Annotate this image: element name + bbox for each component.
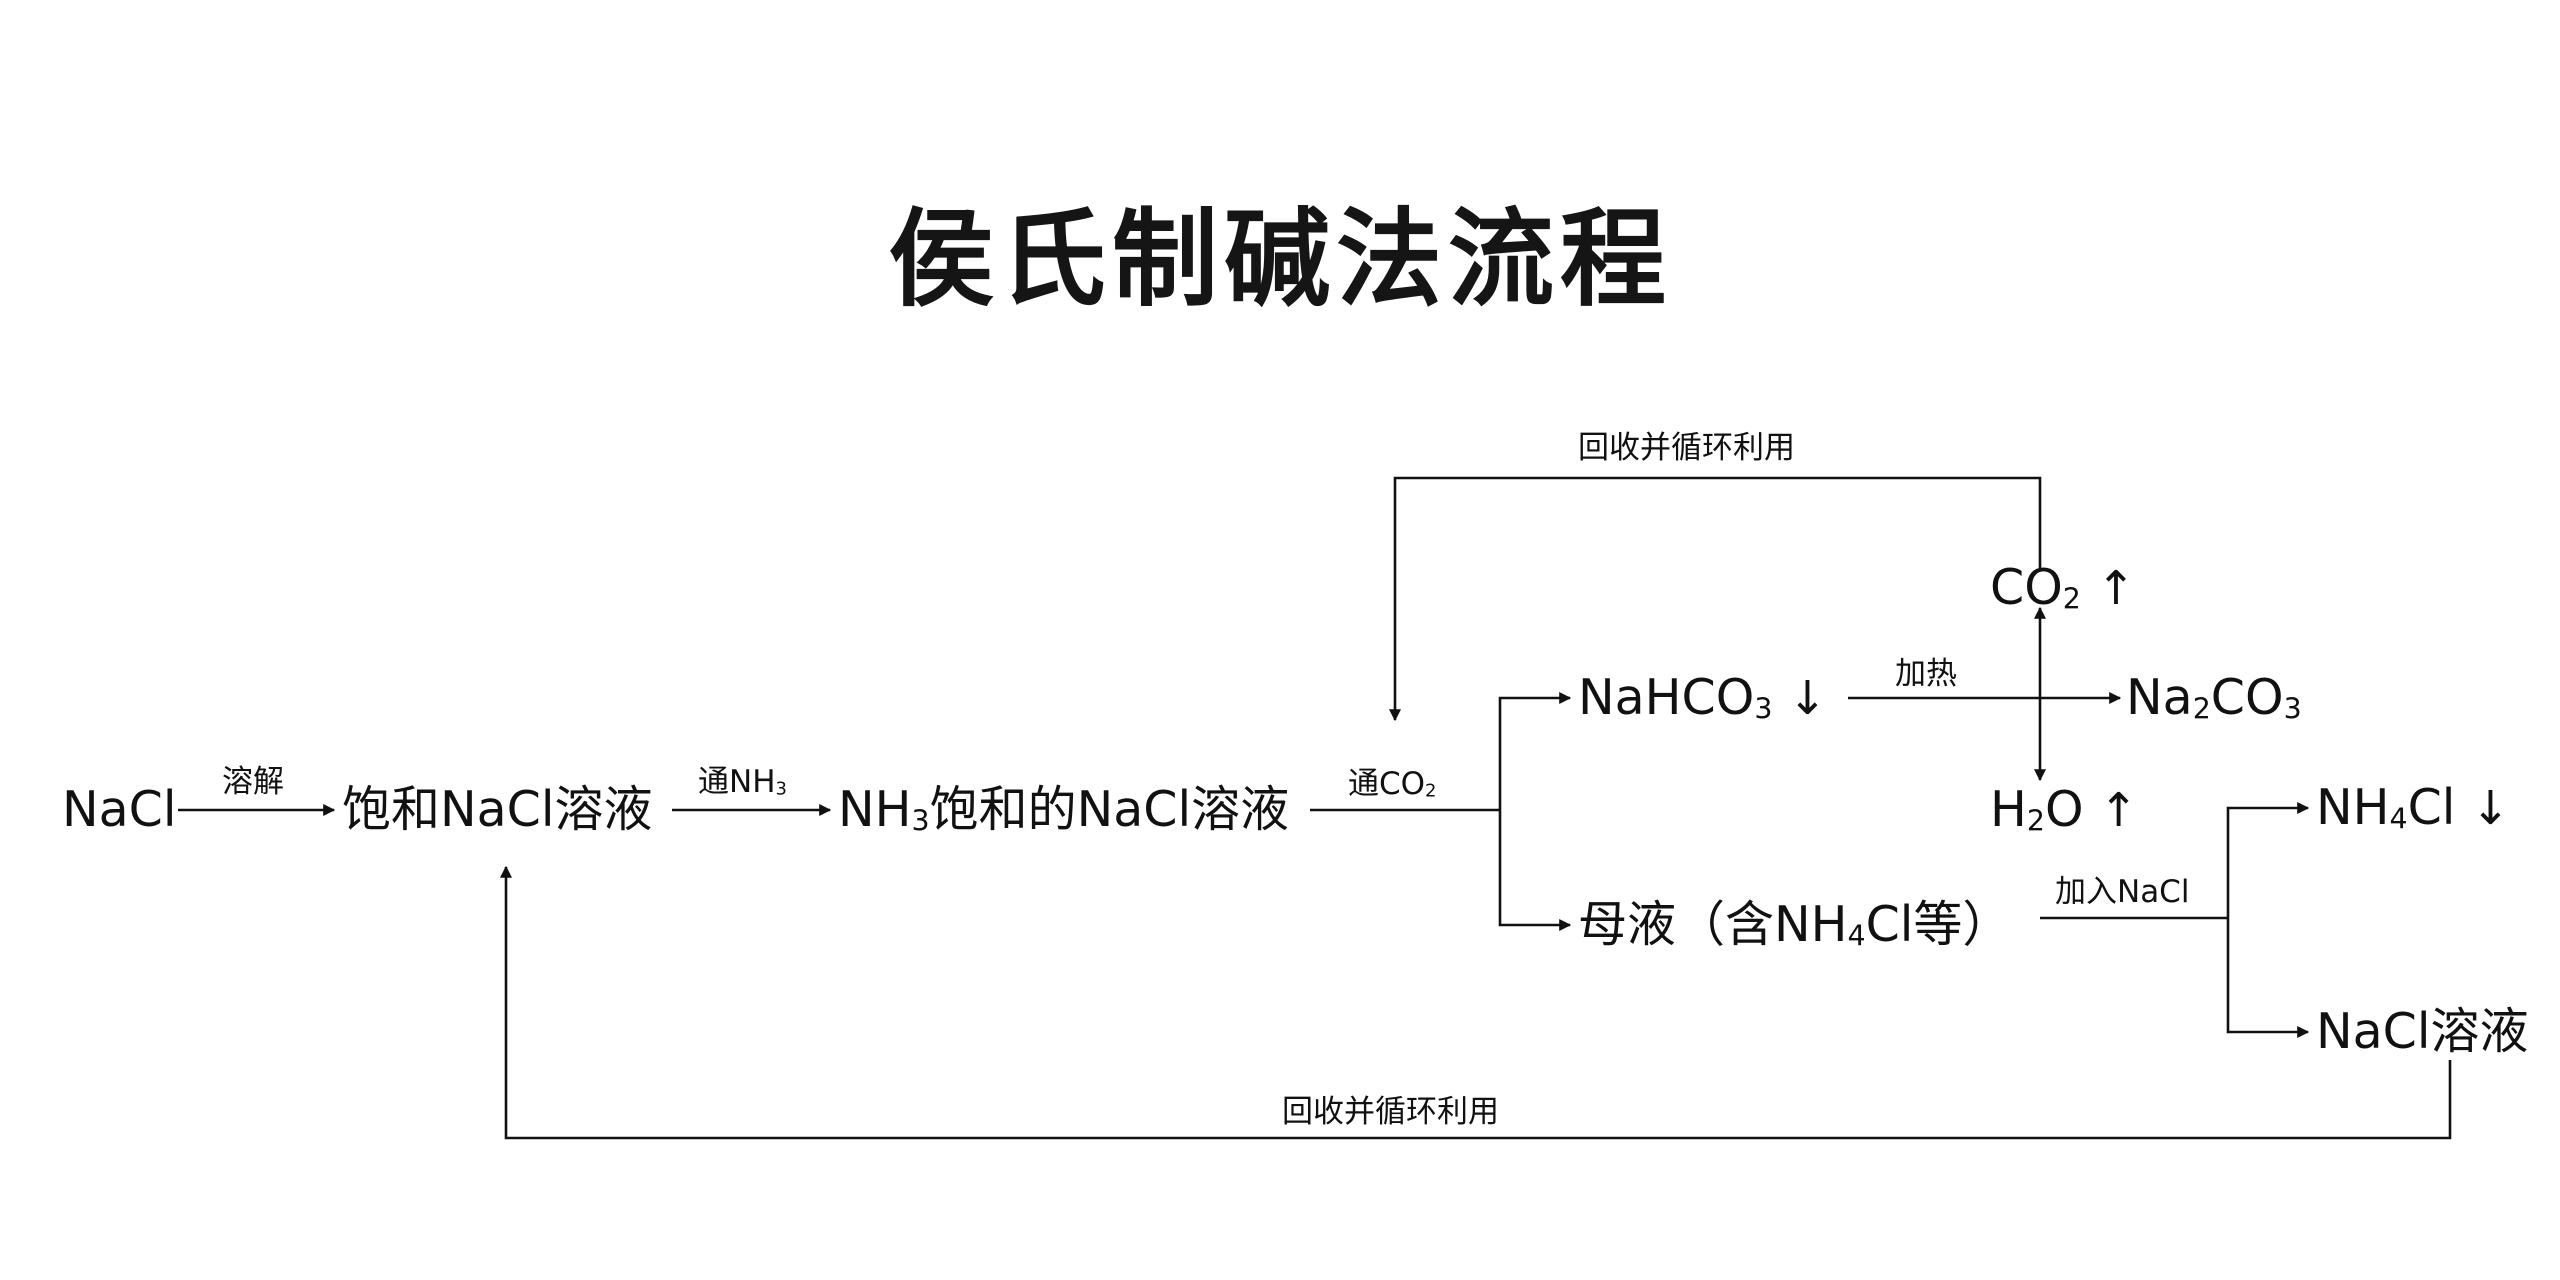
label-pass-nh3: 通NH3 [698, 764, 787, 800]
node-nh3-saturated-nacl-solution: NH3饱和的NaCl溶液 [838, 781, 1290, 838]
node-nacl-solution: NaCl溶液 [2316, 1003, 2529, 1060]
node-nh4cl: NH4Cl ↓ [2316, 779, 2510, 836]
node-h2o: H2O ↑ [1990, 781, 2139, 838]
label-add-nacl: 加入NaCl [2055, 874, 2190, 910]
arrow-split-to-nh4cl [2226, 802, 2310, 918]
arrow-split-to-mother [1498, 810, 1572, 931]
arrow-recycle-nacl [500, 865, 2452, 1140]
gas-arrow-icon: ↑ [2099, 783, 2139, 837]
precipitate-arrow-icon: ↓ [2470, 781, 2510, 835]
node-saturated-nacl-solution: 饱和NaCl溶液 [342, 781, 653, 838]
node-nahco3: NaHCO3 ↓ [1578, 669, 1827, 726]
node-na2co3: Na2CO3 [2126, 669, 2302, 726]
label-recycle-top: 回收并循环利用 [1578, 430, 1795, 466]
node-co2: CO2 ↑ [1990, 559, 2136, 616]
arrow-recycle-co2 [1389, 476, 2042, 722]
node-mother-liquor: 母液（含NH4Cl等） [1578, 896, 2012, 953]
label-pass-co2: 通CO2 [1348, 766, 1437, 802]
diagram-title: 侯氏制碱法流程 [888, 198, 1672, 321]
arrow-split-to-nahco3 [1498, 692, 1572, 810]
node-nacl: NaCl [62, 781, 177, 838]
gas-arrow-icon: ↑ [2096, 561, 2136, 615]
precipitate-arrow-icon: ↓ [1787, 671, 1827, 725]
label-dissolve: 溶解 [222, 764, 284, 800]
arrow-split-to-nacl-solution [2226, 918, 2310, 1038]
label-heat: 加热 [1895, 656, 1957, 692]
label-recycle-bottom: 回收并循环利用 [1282, 1094, 1499, 1130]
